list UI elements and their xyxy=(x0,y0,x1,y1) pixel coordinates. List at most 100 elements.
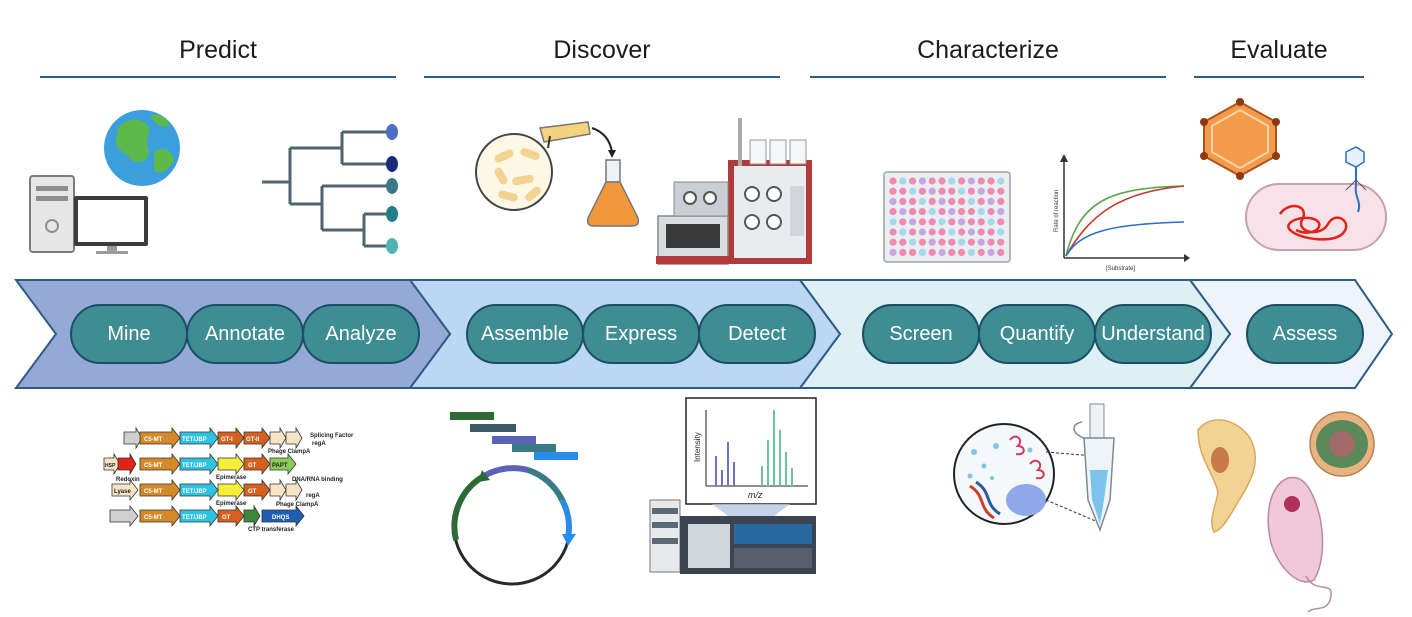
kinetics-ylabel: Rate of reaction xyxy=(1054,190,1060,232)
plate-well xyxy=(889,187,897,195)
gene-row1-ann1: Splicing Factor xyxy=(310,433,354,439)
plate-well xyxy=(899,248,907,256)
plate-well xyxy=(909,238,917,246)
plate-well xyxy=(889,208,897,216)
plate-well xyxy=(997,177,1005,185)
plate-well xyxy=(987,208,995,216)
plate-well xyxy=(987,187,995,195)
plate-well xyxy=(967,218,976,226)
gene-row3-gt: GT xyxy=(248,489,257,495)
plate-well xyxy=(938,218,946,226)
gene-row2-c5mt: C5-MT xyxy=(144,463,163,469)
plate-well xyxy=(987,177,995,185)
plate-well xyxy=(997,248,1005,256)
computer-icon xyxy=(29,175,148,254)
gene-row2-ann2: Epimerase xyxy=(216,475,247,481)
plate-well xyxy=(928,248,936,256)
plate-well xyxy=(909,228,917,236)
phase-rule-predict xyxy=(40,76,396,78)
phase-title-evaluate: Evaluate xyxy=(1230,36,1328,64)
plate-well xyxy=(987,228,995,236)
plate-well xyxy=(918,238,927,246)
plate-well xyxy=(967,228,976,236)
gene-row1-ann2: regA xyxy=(312,441,326,447)
mass-spec-xlabel: m/z xyxy=(748,490,763,500)
plate-well xyxy=(928,177,936,185)
gene-row1-c5mt: C5-MT xyxy=(144,437,163,443)
plate-well xyxy=(958,197,966,205)
plate-well xyxy=(899,228,907,236)
plate-well xyxy=(899,187,907,195)
plate-well xyxy=(948,187,956,195)
plate-well xyxy=(938,177,946,185)
plate-wells xyxy=(889,177,1005,256)
gene-row2-hsp: HSP xyxy=(105,463,116,469)
gene-row1-gti: GT-I xyxy=(221,437,233,443)
gene-row1-tetjbp: TET/JBP xyxy=(182,437,207,443)
plate-well xyxy=(928,187,936,195)
plate-well xyxy=(967,177,976,185)
plate-well xyxy=(909,187,917,195)
plate-well xyxy=(948,197,956,205)
gene-row1-ann3: Phage ClampA xyxy=(268,449,311,455)
plate-well xyxy=(958,228,966,236)
plate-well xyxy=(997,208,1005,216)
phase-rule-evaluate xyxy=(1194,76,1364,78)
gene-row4-dhqs: DHQS xyxy=(272,515,289,521)
plate-well xyxy=(977,218,985,226)
step-analyze: Analyze xyxy=(302,304,420,364)
plate-well xyxy=(977,248,985,256)
phase-title-predict: Predict xyxy=(179,36,257,64)
plate-well xyxy=(928,228,936,236)
kinetics-curve-icon: Rate of reaction [Substrate] xyxy=(1054,154,1190,272)
gene-row2-tetjbp: TET/JBP xyxy=(182,463,207,469)
plate-well xyxy=(928,197,936,205)
step-quantify: Quantify xyxy=(978,304,1096,364)
plate-well xyxy=(909,208,917,216)
plate-well xyxy=(967,197,976,205)
phase-title-discover: Discover xyxy=(553,36,651,64)
plate-well xyxy=(918,208,927,216)
pouring-tube-icon xyxy=(539,121,616,158)
gene-row3-ann3: Phage ClampA xyxy=(276,502,319,508)
gene-row3-lyase: Lyase xyxy=(114,489,131,495)
plate-well xyxy=(918,228,927,236)
plate-well xyxy=(967,187,976,195)
step-assemble: Assemble xyxy=(466,304,584,364)
plate-well xyxy=(997,228,1005,236)
step-mine: Mine xyxy=(70,304,188,364)
plate-well xyxy=(967,238,976,246)
gene-row3-ann2: regA xyxy=(306,493,320,499)
plate-well xyxy=(977,238,985,246)
plate-well xyxy=(948,248,956,256)
plate-well xyxy=(997,197,1005,205)
plate-well xyxy=(928,218,936,226)
plate-well xyxy=(899,208,907,216)
plate-well xyxy=(889,218,897,226)
plate-well xyxy=(909,177,917,185)
gene-row3-ann1: Epimerase xyxy=(216,501,247,507)
plate-well xyxy=(928,208,936,216)
plate-well xyxy=(938,248,946,256)
plate-well xyxy=(918,187,927,195)
gene-row4-tetjbp: TET/JBP xyxy=(182,515,207,521)
microcentrifuge-tube-icon xyxy=(1073,403,1115,533)
plate-well xyxy=(889,248,897,256)
plate-well xyxy=(948,218,956,226)
plate-well xyxy=(928,238,936,246)
plate-well xyxy=(977,208,985,216)
phase-title-characterize: Characterize xyxy=(917,36,1059,64)
plate-well xyxy=(938,228,946,236)
plate-well xyxy=(977,197,985,205)
step-understand: Understand xyxy=(1094,304,1212,364)
gene-row2-papt: PAPT xyxy=(272,463,288,469)
plate-well xyxy=(889,177,897,185)
plate-well xyxy=(997,238,1005,246)
plate-well xyxy=(918,197,927,205)
gene-cluster-map-icon: C5-MT TET/JBP GT-I GT-II Splicing Factor… xyxy=(103,426,354,533)
plate-well xyxy=(948,228,956,236)
plate-well xyxy=(958,187,966,195)
gene-row2-ann1: Redoxin xyxy=(116,477,140,483)
magnified-biomolecules-icon xyxy=(953,423,1099,525)
plate-well xyxy=(889,228,897,236)
